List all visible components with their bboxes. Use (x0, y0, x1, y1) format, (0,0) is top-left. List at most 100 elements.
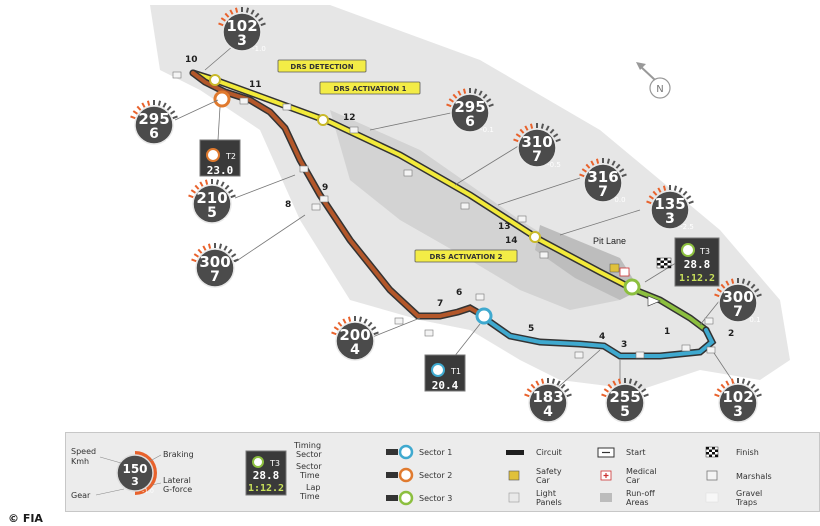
marshal-posts (172, 71, 716, 359)
legend-graphics: 150 3 -1.0 T3 28.8 1:12.2 (95, 444, 719, 506)
legend-finish-icon (705, 446, 719, 458)
legend-circuit-icon (506, 450, 524, 455)
drs-activation2-label-box (414, 249, 518, 263)
turn-number: 2 (728, 329, 734, 339)
turn-number: 9 (322, 183, 328, 193)
legend-lateral-label: Lateral (163, 476, 191, 485)
timing-t3-label: T3 (699, 247, 710, 256)
gauge-gear-value: 7 (210, 269, 220, 285)
legend-marshals-label: Marshals (736, 472, 772, 481)
sector3-track-green (633, 288, 708, 332)
drs-detection-label: DRS DETECTION (290, 63, 353, 71)
legend-sector2-label: Sector 2 (419, 471, 453, 480)
legend-sector3-label: Sector 3 (419, 494, 453, 503)
gauge-speed-value: 300 (722, 288, 753, 306)
legend-sector-time-label-2: Time (300, 471, 320, 480)
gauge-gforce-value: -1.0 (252, 45, 266, 53)
gauge-gforce-value: 0.1 (165, 138, 176, 146)
gauge-speed-value: 295 (138, 110, 169, 128)
legend-sample-timing: T3 28.8 1:12.2 (245, 450, 287, 496)
legend-sample-speed: 150 (122, 462, 147, 476)
timing-t3-time: 28.8 (684, 258, 711, 271)
safety-car-icon (609, 263, 620, 273)
legend-timing-sector-label-2: Sector (296, 450, 322, 459)
gauge-gear-value: 7 (733, 304, 743, 320)
legend-sector1-label: Sector 1 (419, 448, 453, 457)
legend-braking-label: Braking (163, 450, 194, 459)
gauge-gforce-value: -2.5 (365, 354, 379, 362)
gauge-speed-value: 102 (722, 388, 753, 406)
legend-lap-time-label-2: Time (300, 492, 320, 501)
timing-t3-lap: 1:12.2 (679, 273, 715, 284)
gauge-gforce-value: 2.1 (223, 217, 234, 225)
legend-sector1-icon (386, 444, 414, 460)
legend-runoff-label-2: Areas (626, 498, 649, 507)
gauge-speed-value: 210 (196, 189, 227, 207)
leader-lines (174, 39, 741, 393)
turn-number: 6 (456, 288, 462, 298)
legend-sample-lap-time: 1:12.2 (248, 483, 284, 494)
legend-start-icon (597, 447, 615, 458)
sector3-marker (623, 278, 641, 296)
legend-light-panels-label-2: Panels (536, 498, 562, 507)
sector1-track-fill (482, 314, 715, 358)
gauge-gear-value: 3 (237, 33, 247, 49)
copyright-notice: © FIA (8, 512, 43, 525)
legend-sector-time-label: Sector (296, 462, 322, 471)
legend-sample-gauge: 150 3 -1.0 (116, 451, 157, 495)
gauge-gear-value: 5 (207, 205, 217, 221)
turn-number: 10 (185, 55, 198, 65)
legend-sector3-icon (386, 490, 414, 506)
gauge-gforce-value: -0.1 (480, 126, 494, 134)
legend-runoff-icon (600, 493, 612, 502)
gauge-gforce-value: -0.5 (547, 161, 561, 169)
turn-number: 4 (599, 332, 605, 342)
timing-box-t1: T1 20.4 (424, 354, 466, 392)
legend-gravel-label-2: Traps (736, 498, 758, 507)
legend-sample-g: -1.0 (142, 488, 154, 495)
gauge-speed-value: 310 (521, 133, 552, 151)
pit-lane-label: Pit Lane (593, 236, 626, 246)
turn-number: 5 (528, 324, 534, 334)
legend-runoff-label: Run-off (626, 489, 655, 498)
gauge-speed-value: 183 (532, 388, 563, 406)
gauge-gforce-value: -1.0 (558, 416, 572, 424)
gauge-gforce-value: 0.1 (749, 316, 760, 324)
drs-activation1-label: DRS ACTIVATION 1 (334, 85, 407, 93)
legend-leader-lines (95, 454, 162, 496)
legend-kmh-label: Kmh (71, 457, 90, 466)
legend-gravel-label: Gravel (736, 489, 763, 498)
drs-activation2-label: DRS ACTIVATION 2 (430, 253, 503, 261)
sector2-track-fill (191, 71, 486, 318)
gauge-speed-value: 295 (454, 98, 485, 116)
gauge-gforce-value: 0.5 (636, 416, 647, 424)
legend-sector2-icon (386, 467, 414, 483)
legend-circuit-label: Circuit (536, 448, 562, 457)
turn-number: 1 (664, 327, 670, 337)
gauge-gear-value: 7 (598, 184, 608, 200)
legend-start-label: Start (626, 448, 646, 457)
legend-gravel-icon (705, 492, 719, 503)
gauge-speed-value: 200 (339, 326, 370, 344)
legend-sample-t-label: T3 (269, 459, 280, 468)
gauge-gforce-value: -1.0 (748, 416, 762, 424)
turn-number: 14 (505, 236, 518, 246)
legend-safety-car-label-2: Car (536, 476, 550, 485)
legend-lap-time-label: Lap (306, 483, 321, 492)
compass-north-label: N (656, 84, 663, 95)
legend-marshals-icon (706, 470, 718, 481)
legend-gear-label: Gear (71, 491, 91, 500)
gauge-gforce-value: 0.0 (614, 196, 625, 204)
legend-medical-car-icon (600, 470, 612, 481)
gauge-speed-value: 316 (587, 168, 618, 186)
legend-sample-gear: 3 (131, 475, 139, 488)
timing-box-t3: T3 28.8 1:12.2 (674, 237, 720, 287)
